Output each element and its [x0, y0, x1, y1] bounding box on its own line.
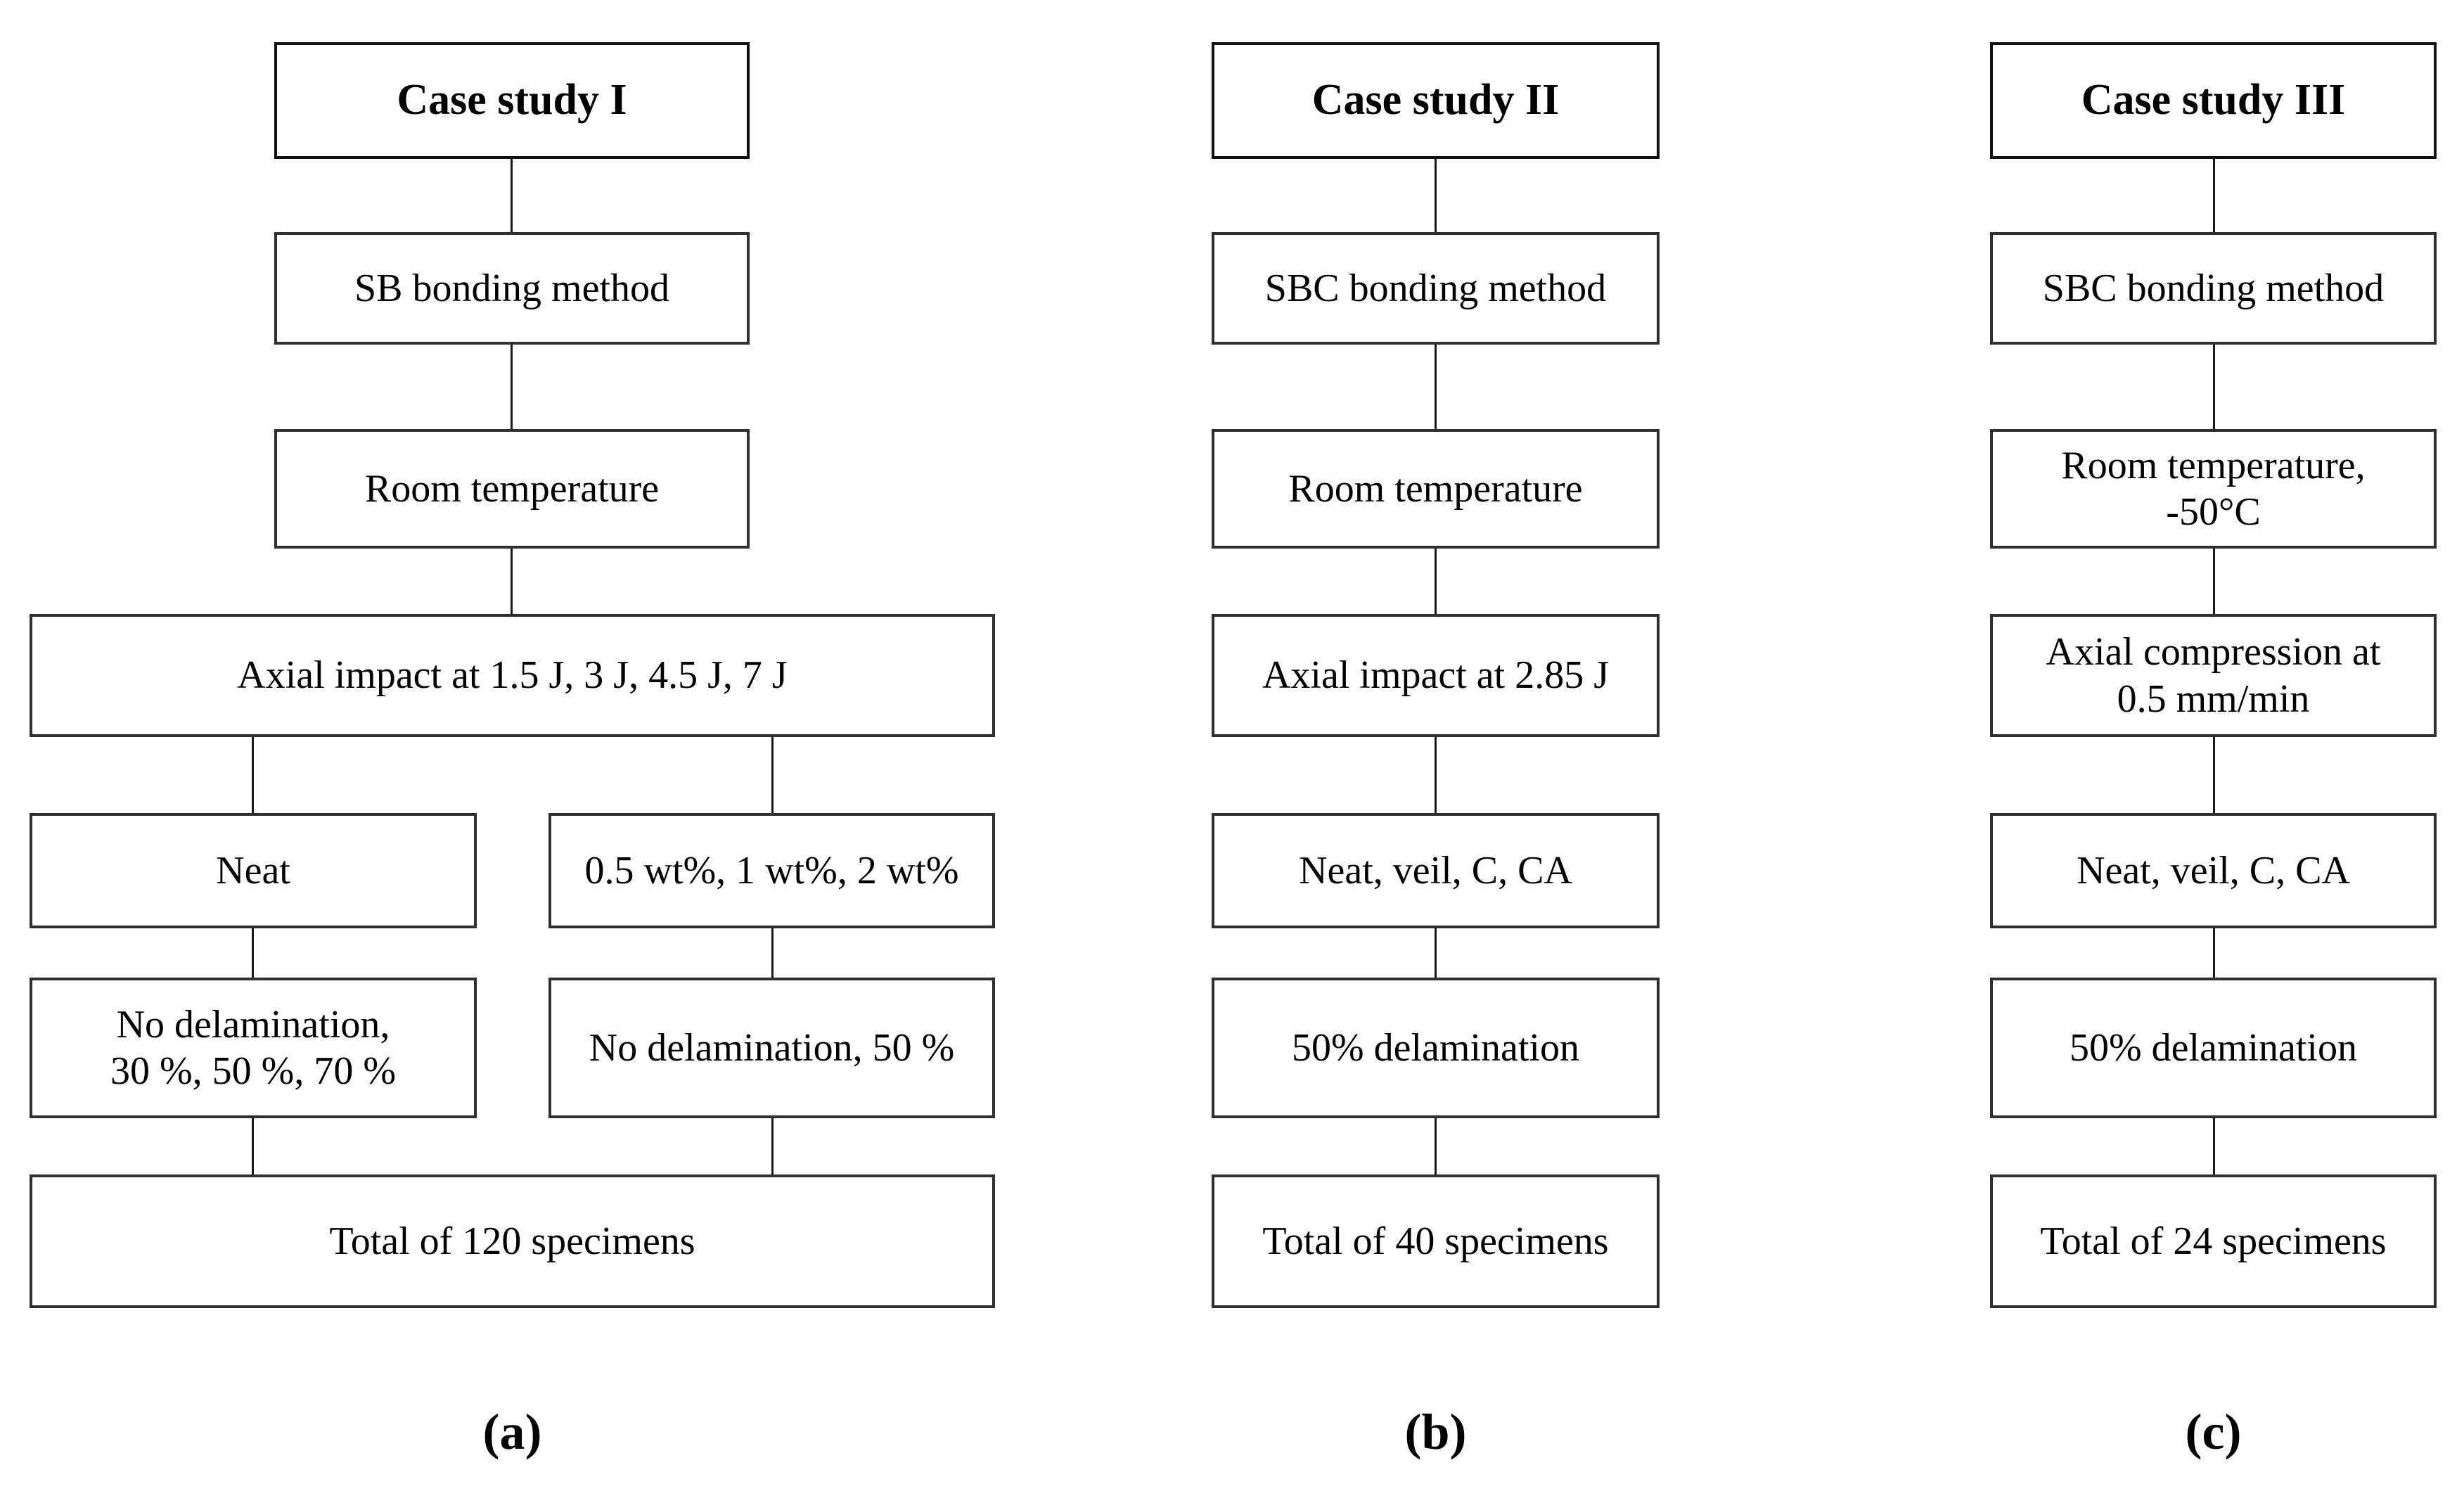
node-b4-box[interactable]: Neat, veil, C, CA — [1212, 813, 1660, 928]
connector-c3-to-c4 — [2213, 736, 2215, 814]
node-a5r-label: No delamination, 50 % — [589, 1025, 955, 1070]
node-a3-label: Axial impact at 1.5 J, 3 J, 4.5 J, 7 J — [237, 653, 788, 698]
node-b5-label: 50% delamination — [1291, 1025, 1579, 1070]
panel-b-header-label: Case study II — [1311, 76, 1560, 124]
panel-b-caption: (b) — [1404, 1404, 1467, 1460]
node-c4-label: Neat, veil, C, CA — [2077, 848, 2350, 892]
connector-b5-to-b6 — [1435, 1118, 1437, 1175]
panel-c-header-label: Case study III — [2081, 76, 2346, 124]
node-a5l-box[interactable]: No delamination, 30 %, 50 %, 70 % — [30, 978, 477, 1118]
connector-a5l-to-a6 — [252, 1118, 254, 1175]
node-c2-label: Room temperature, -50°C — [2061, 443, 2366, 534]
node-a5l-label: No delamination, 30 %, 50 %, 70 % — [110, 1002, 396, 1093]
node-c4-box[interactable]: Neat, veil, C, CA — [1990, 813, 2437, 928]
node-a1-label: SB bonding method — [354, 266, 670, 310]
node-a2-label: Room temperature — [364, 466, 660, 511]
node-c2-box[interactable]: Room temperature, -50°C — [1990, 429, 2437, 549]
connector-a3-to-a4l — [252, 736, 254, 814]
node-c6-box[interactable]: Total of 24 specimens — [1990, 1174, 2437, 1308]
connector-c4-to-c5 — [2213, 928, 2215, 978]
node-b3-label: Axial impact at 2.85 J — [1262, 653, 1609, 698]
panel-b-header-box[interactable]: Case study II — [1212, 42, 1660, 159]
connector-b1-to-b2 — [1435, 344, 1437, 430]
node-c3-box[interactable]: Axial compression at 0.5 mm/min — [1990, 614, 2437, 737]
node-b5-box[interactable]: 50% delamination — [1212, 978, 1660, 1118]
connector-b3-to-b4 — [1435, 736, 1437, 814]
connector-b2-to-b3 — [1435, 548, 1437, 615]
node-c3-label: Axial compression at 0.5 mm/min — [2046, 630, 2381, 721]
node-a5r-box[interactable]: No delamination, 50 % — [548, 978, 995, 1118]
node-a6-box[interactable]: Total of 120 specimens — [30, 1174, 995, 1308]
node-a4l-box[interactable]: Neat — [30, 813, 477, 928]
connector-a5r-to-a6 — [771, 1118, 774, 1175]
panel-a-header-box[interactable]: Case study I — [274, 42, 750, 159]
connector-b4-to-b5 — [1435, 928, 1437, 978]
panel-c-caption: (c) — [2185, 1404, 2242, 1460]
panel-a-header-label: Case study I — [397, 76, 627, 124]
connector-a1-to-a2 — [511, 344, 513, 430]
node-b1-box[interactable]: SBC bonding method — [1212, 232, 1660, 345]
connector-c1-to-c2 — [2213, 344, 2215, 430]
panel-a-caption: (a) — [482, 1404, 542, 1460]
node-b3-box[interactable]: Axial impact at 2.85 J — [1212, 614, 1660, 737]
node-c6-label: Total of 24 specimens — [2040, 1219, 2387, 1263]
node-a4r-label: 0.5 wt%, 1 wt%, 2 wt% — [584, 848, 959, 892]
node-a3-box[interactable]: Axial impact at 1.5 J, 3 J, 4.5 J, 7 J — [30, 614, 995, 737]
node-c5-label: 50% delamination — [2069, 1025, 2357, 1070]
connector-c5-to-c6 — [2213, 1118, 2215, 1175]
node-a4l-label: Neat — [216, 848, 290, 892]
node-a4r-box[interactable]: 0.5 wt%, 1 wt%, 2 wt% — [548, 813, 995, 928]
node-a6-label: Total of 120 specimens — [329, 1219, 695, 1263]
connector-c-header-to-c1 — [2213, 158, 2215, 234]
node-c1-box[interactable]: SBC bonding method — [1990, 232, 2437, 345]
node-b1-label: SBC bonding method — [1264, 266, 1607, 310]
node-c5-box[interactable]: 50% delamination — [1990, 978, 2437, 1118]
node-a2-box[interactable]: Room temperature — [274, 429, 750, 549]
node-b4-label: Neat, veil, C, CA — [1299, 848, 1572, 892]
node-c1-label: SBC bonding method — [2042, 266, 2385, 310]
connector-b-header-to-b1 — [1435, 158, 1437, 234]
connector-c2-to-c3 — [2213, 548, 2215, 615]
node-b6-box[interactable]: Total of 40 specimens — [1212, 1174, 1660, 1308]
connector-a4r-to-a5r — [771, 928, 774, 978]
node-b2-box[interactable]: Room temperature — [1212, 429, 1660, 549]
connector-a3-to-a4r — [771, 736, 774, 814]
connector-a4l-to-a5l — [252, 928, 254, 978]
node-a1-box[interactable]: SB bonding method — [274, 232, 750, 345]
connector-a2-to-a3 — [511, 548, 513, 615]
panel-c-header-box[interactable]: Case study III — [1990, 42, 2437, 159]
node-b6-label: Total of 40 specimens — [1262, 1219, 1609, 1263]
connector-a-header-to-a1 — [511, 158, 513, 234]
node-b2-label: Room temperature — [1288, 466, 1583, 511]
